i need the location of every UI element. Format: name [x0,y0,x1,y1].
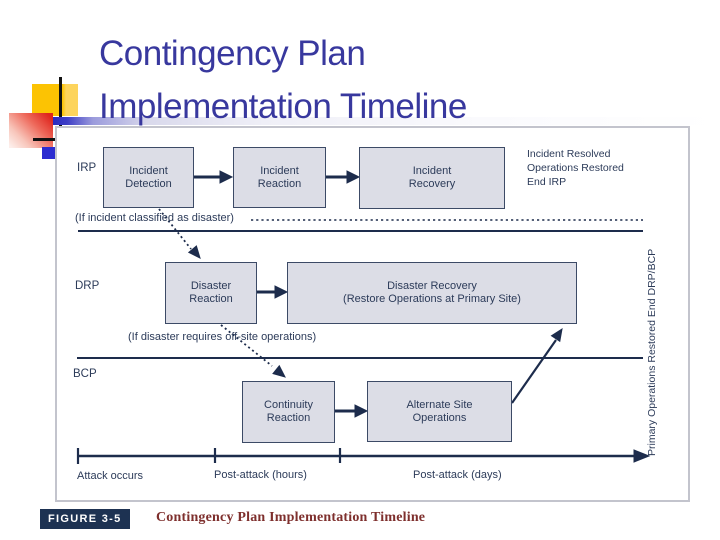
box-alternate-site-operations: Alternate Site Operations [367,381,512,442]
box-disaster-reaction: Disaster Reaction [165,262,257,324]
row-label-irp: IRP [77,162,97,174]
row-label-bcp: BCP [73,368,97,380]
deco-red-square [9,113,53,148]
figure-caption: Contingency Plan Implementation Timeline [156,510,426,525]
box-incident-reaction: Incident Reaction [233,147,326,208]
axis-label-post-attack-hours: Post-attack (hours) [214,469,307,481]
box-incident-recovery: Incident Recovery [359,147,505,209]
title-underline-bar [53,117,716,125]
slide-title-line1: Contingency Plan [99,34,366,73]
box-continuity-reaction: Continuity Reaction [242,381,335,443]
axis-label-post-attack-days: Post-attack (days) [413,469,502,481]
axis-label-attack-occurs: Attack occurs [77,470,144,482]
note-if-disaster-offsite: (If disaster requires off-site operation… [128,331,317,343]
deco-yellow-square [32,84,78,116]
note-if-incident-disaster: (If incident classified as disaster) [75,212,234,224]
box-disaster-recovery: Disaster Recovery (Restore Operations at… [287,262,577,324]
row-label-drp: DRP [75,280,100,292]
deco-vertical-line [59,77,62,127]
note-primary-operations-restored: Primary Operations Restored End DRP/BCP [646,248,658,456]
slide-title-line2: Implementation Timeline [99,87,467,126]
box-incident-detection: Incident Detection [103,147,194,208]
deco-blue-square [42,147,56,159]
deco-horizontal-line [33,138,56,141]
slide-title: Contingency Plan Implementation Timeline [99,27,699,133]
note-incident-resolved: Incident Resolved Operations Restored En… [527,148,624,188]
figure-number-tag: FIGURE 3-5 [40,509,130,529]
